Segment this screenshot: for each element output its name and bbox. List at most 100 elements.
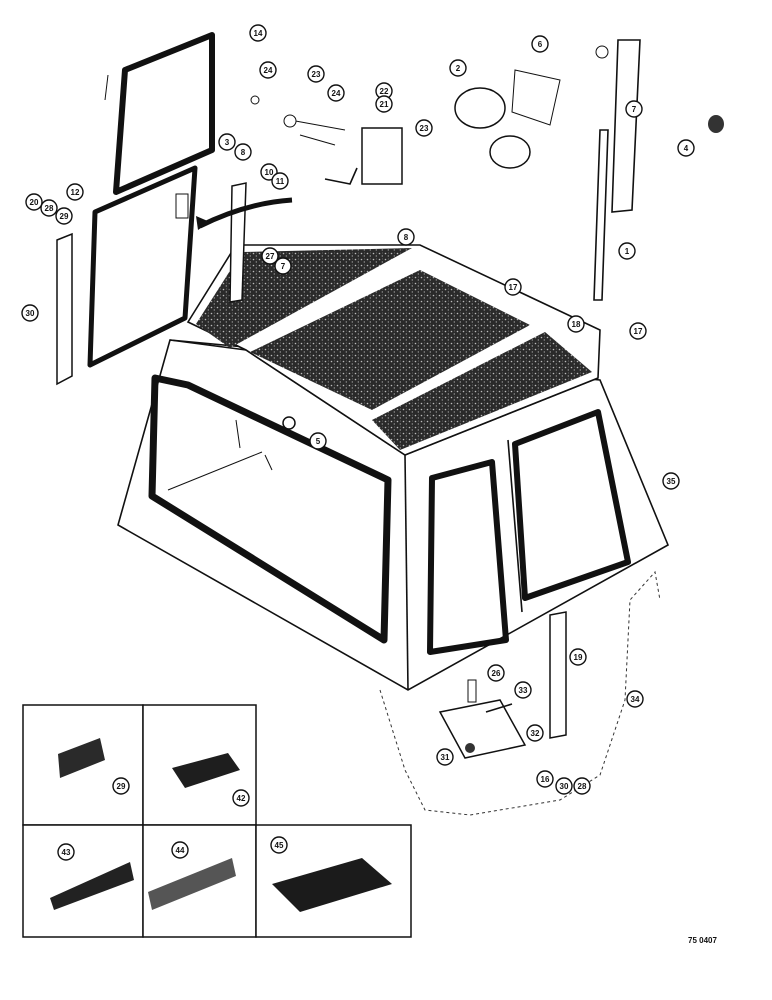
callout-17: 17 <box>504 278 522 296</box>
door-sash-upper <box>104 32 215 195</box>
callout-14: 14 <box>249 24 267 42</box>
svg-text:16: 16 <box>541 775 550 784</box>
callout-18: 18 <box>567 315 585 333</box>
door-lower <box>87 165 198 368</box>
svg-text:5: 5 <box>316 437 321 446</box>
svg-text:7: 7 <box>281 262 286 271</box>
svg-text:8: 8 <box>241 148 246 157</box>
callout-33: 33 <box>514 681 532 699</box>
callout-5: 5 <box>309 432 327 450</box>
svg-text:19: 19 <box>574 653 583 662</box>
svg-text:17: 17 <box>509 283 518 292</box>
svg-text:29: 29 <box>60 212 69 221</box>
part-42 <box>58 738 105 778</box>
svg-text:35: 35 <box>667 477 676 486</box>
svg-text:17: 17 <box>634 327 643 336</box>
callout-43: 43 <box>57 843 75 861</box>
callout-7: 7 <box>625 100 643 118</box>
svg-text:21: 21 <box>380 100 389 109</box>
callout-23: 23 <box>415 119 433 137</box>
callout-24: 24 <box>327 84 345 102</box>
callout-20: 20 <box>25 193 43 211</box>
roof <box>186 244 601 456</box>
callout-17: 17 <box>629 322 647 340</box>
svg-text:14: 14 <box>254 29 263 38</box>
callout-32: 32 <box>526 724 544 742</box>
svg-text:1: 1 <box>625 247 630 256</box>
callout-42: 42 <box>232 789 250 807</box>
part-45 <box>148 858 236 910</box>
callout-26: 26 <box>487 664 505 682</box>
svg-text:34: 34 <box>631 695 640 704</box>
svg-text:43: 43 <box>62 848 71 857</box>
callout-3: 3 <box>218 133 236 151</box>
svg-text:3: 3 <box>225 138 230 147</box>
lock-assembly <box>250 95 403 185</box>
svg-text:29: 29 <box>117 782 126 791</box>
side-window <box>427 459 509 655</box>
dome-light <box>282 416 296 430</box>
callout-2: 2 <box>449 59 467 77</box>
roof-panel-18 <box>250 270 530 410</box>
callout-16: 16 <box>536 770 554 788</box>
arrow <box>198 197 293 229</box>
svg-text:30: 30 <box>560 782 569 791</box>
svg-text:2: 2 <box>456 64 461 73</box>
callout-30: 30 <box>555 777 573 795</box>
callout-8: 8 <box>234 143 252 161</box>
part-43 <box>172 753 240 788</box>
callout-31: 31 <box>436 748 454 766</box>
svg-text:23: 23 <box>420 124 429 133</box>
callout-30: 30 <box>21 304 39 322</box>
callout-21: 21 <box>375 95 393 113</box>
callout-35: 35 <box>662 472 680 490</box>
callout-1: 1 <box>618 242 636 260</box>
svg-text:8: 8 <box>404 233 409 242</box>
callout-45: 45 <box>270 836 288 854</box>
svg-text:10: 10 <box>265 168 274 177</box>
callout-28: 28 <box>573 777 591 795</box>
svg-text:27: 27 <box>266 252 275 261</box>
cab-body <box>117 339 670 691</box>
svg-text:42: 42 <box>237 794 246 803</box>
svg-text:22: 22 <box>380 87 389 96</box>
callout-29: 29 <box>112 777 130 795</box>
part-44 <box>50 862 134 910</box>
callout-27: 27 <box>261 247 279 265</box>
hinge-left <box>56 232 73 386</box>
svg-text:11: 11 <box>276 177 285 186</box>
svg-text:30: 30 <box>26 309 35 318</box>
callout-34: 34 <box>626 690 644 708</box>
roof-panel-17a <box>196 248 412 348</box>
svg-text:6: 6 <box>538 40 543 49</box>
svg-text:4: 4 <box>684 144 689 153</box>
callout-4: 4 <box>677 139 695 157</box>
callout-28: 28 <box>40 199 58 217</box>
callout-11: 11 <box>271 172 289 190</box>
callout-23: 23 <box>307 65 325 83</box>
inset-panels <box>22 704 412 938</box>
svg-text:32: 32 <box>531 729 540 738</box>
callout-19: 19 <box>569 648 587 666</box>
svg-text:24: 24 <box>264 66 273 75</box>
svg-text:31: 31 <box>441 753 450 762</box>
svg-text:28: 28 <box>578 782 587 791</box>
door-window <box>512 409 631 601</box>
svg-text:7: 7 <box>632 105 637 114</box>
svg-text:18: 18 <box>572 320 581 329</box>
callout-12: 12 <box>66 183 84 201</box>
svg-text:12: 12 <box>71 188 80 197</box>
callout-6: 6 <box>531 35 549 53</box>
roof-panel-17b <box>372 332 592 450</box>
svg-text:28: 28 <box>45 204 54 213</box>
svg-text:20: 20 <box>30 198 39 207</box>
callout-24: 24 <box>259 61 277 79</box>
hinge-right <box>549 611 567 739</box>
callout-7: 7 <box>274 257 292 275</box>
callout-44: 44 <box>171 841 189 859</box>
svg-text:26: 26 <box>492 669 501 678</box>
svg-text:45: 45 <box>275 841 284 850</box>
callout-8: 8 <box>397 228 415 246</box>
